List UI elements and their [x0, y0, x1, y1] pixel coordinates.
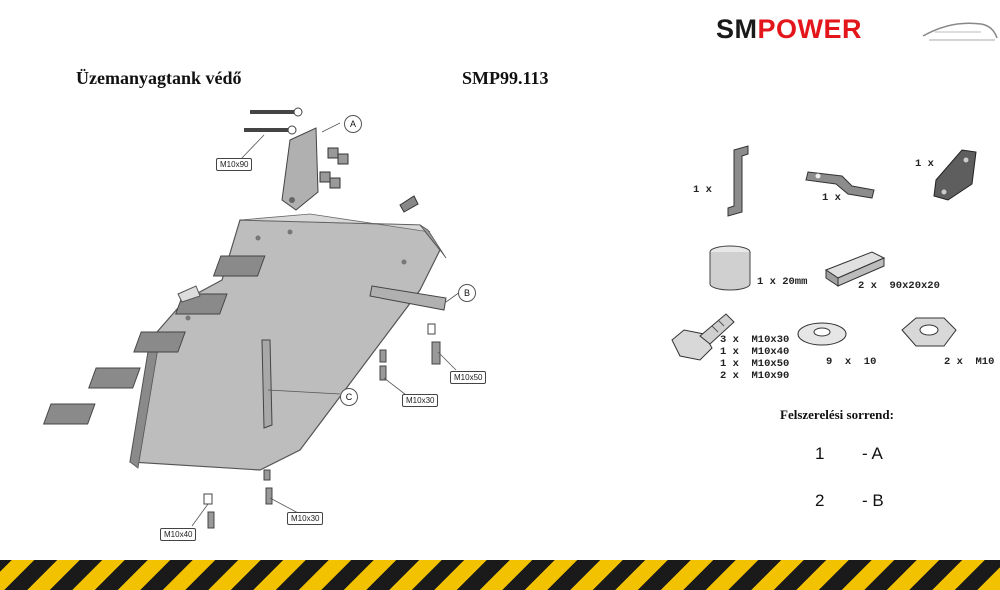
qty-bolt: 3 x M10x30 — [720, 334, 790, 346]
bracket-b — [369, 285, 447, 311]
bracket-plate-icon — [933, 149, 977, 201]
sequence-step-1-label: - A — [862, 444, 883, 463]
plate-window — [212, 255, 266, 277]
page-title: Üzemanyagtank védő — [76, 68, 242, 88]
bracket-flat-icon — [805, 171, 875, 199]
qty-block: 2 x 90x20x20 — [858, 280, 940, 292]
label-m10x30-bottom: M10x30 — [287, 512, 324, 525]
nuts-top — [319, 147, 349, 189]
bracket-a — [281, 127, 319, 211]
logo-swoosh-icon — [922, 22, 998, 41]
plate-window — [133, 331, 186, 353]
qty-spacer: 1 x 20mm — [757, 276, 808, 288]
smpower-logo: SMPOWER — [716, 14, 998, 50]
label-m10x50: M10x50 — [450, 371, 487, 384]
qty-bolt: 1 x M10x40 — [720, 346, 790, 358]
assembly-diagram — [42, 107, 461, 529]
qty-bolt: 2 x M10x90 — [720, 370, 790, 382]
hazard-stripe — [0, 560, 1000, 590]
sequence-step-2-num: 2 — [815, 491, 825, 510]
label-m10x30-mid: M10x30 — [402, 394, 439, 407]
plate-window — [88, 367, 141, 389]
bracket-tall-icon — [727, 145, 749, 217]
bracket-c — [261, 339, 273, 429]
parts-list-graphics — [671, 145, 977, 361]
callout-b: B — [458, 284, 476, 302]
callout-c: C — [340, 388, 358, 406]
plate-window — [42, 403, 96, 425]
sequence-step-2-label: - B — [862, 491, 884, 510]
logo-part-sm: SM — [716, 14, 758, 44]
qty-washers: 9 x 10 — [826, 356, 877, 368]
bolt-list: 3 x M10x30 1 x M10x40 1 x M10x50 2 x M10… — [720, 334, 789, 382]
qty-bracket-flat: 1 x — [822, 192, 841, 204]
sequence-title: Felszerelési sorrend: — [780, 407, 894, 422]
qty-bolt: 1 x M10x50 — [720, 358, 790, 370]
bolts-m10x90 — [244, 107, 303, 135]
qty-bracket-tall: 1 x — [693, 184, 712, 196]
qty-bracket-plate: 1 x — [915, 158, 934, 170]
logo-part-power: POWER — [757, 14, 863, 44]
label-m10x40: M10x40 — [160, 528, 197, 541]
qty-nuts: 2 x M10 — [944, 356, 995, 368]
label-m10x90: M10x90 — [216, 158, 253, 171]
part-code: SMP99.113 — [462, 68, 549, 88]
bolt-icon — [671, 313, 735, 361]
callout-a: A — [344, 115, 362, 133]
sequence-step-1-num: 1 — [815, 444, 825, 463]
